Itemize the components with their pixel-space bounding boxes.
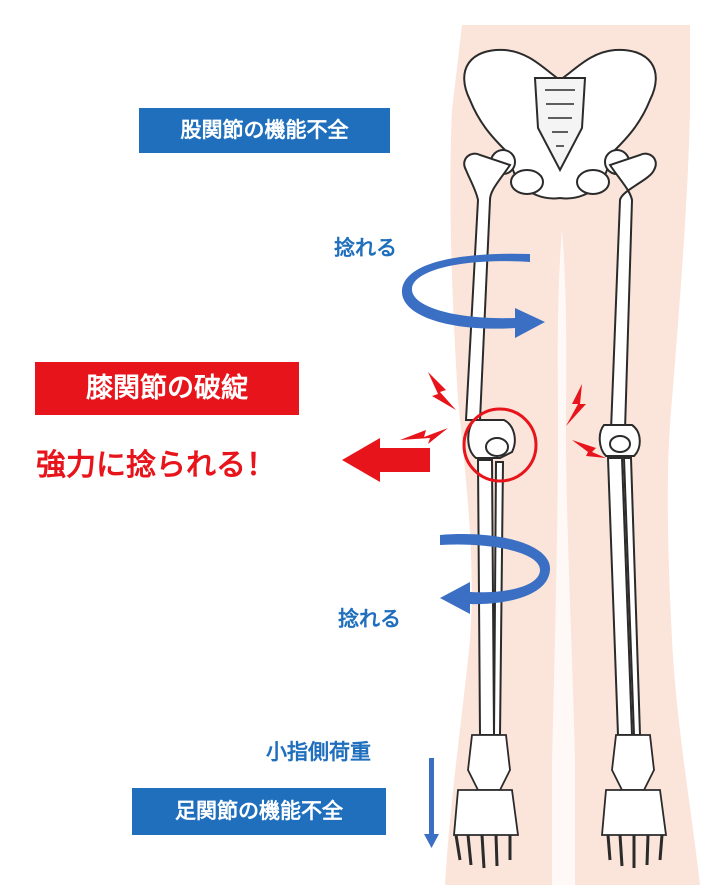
arrow-down-icon [424, 758, 439, 848]
pinky-side-load-label: 小指側荷重 [266, 740, 371, 764]
lower-leg-bones [476, 457, 642, 736]
twist-upper-label: 捻れる [334, 236, 397, 260]
femur-bones [463, 149, 657, 431]
hip-dysfunction-label: 股関節の機能不全 [139, 108, 390, 153]
lightning-bolt-icons [400, 372, 606, 458]
lightning-bolt-icon [400, 428, 448, 444]
lightning-bolt-icon [428, 372, 456, 410]
foot-bones [453, 734, 668, 869]
lightning-bolt-icon [566, 384, 586, 426]
rotation-arrow-lower [440, 534, 551, 614]
ankle-dysfunction-label: 足関節の機能不全 [132, 788, 386, 835]
lightning-bolt-icon [572, 440, 606, 458]
arrow-left-icon [342, 438, 430, 482]
twist-lower-label: 捻れる [338, 607, 401, 631]
knee-strong-twist-label: 強力に捻られる！ [36, 448, 276, 483]
knee-joints [467, 419, 641, 459]
rotation-arrow-upper [401, 253, 545, 338]
knee-breakdown-label: 膝関節の破綻 [35, 362, 299, 415]
knee-highlight-circle [462, 407, 538, 483]
leg-gap [552, 230, 575, 885]
